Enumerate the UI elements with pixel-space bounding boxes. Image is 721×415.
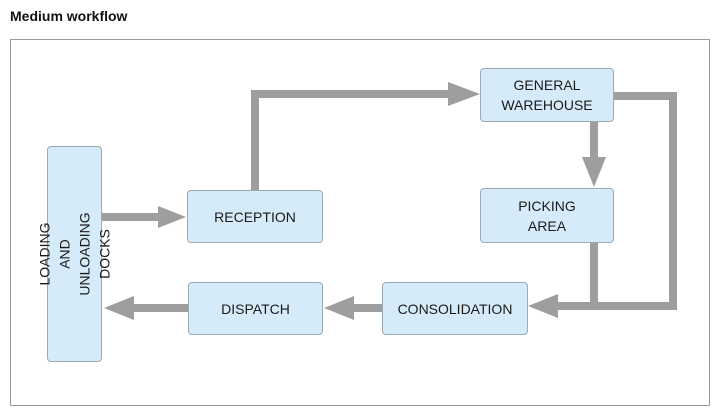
diagram-title: Medium workflow <box>10 8 128 24</box>
node-consolidation: CONSOLIDATION <box>382 282 528 335</box>
arrow-reception-to-warehouse <box>251 90 452 190</box>
node-picking-area: PICKING AREA <box>480 188 614 243</box>
arrowhead-consolidation <box>528 294 558 318</box>
arrow-warehouse-to-consolidation <box>556 92 677 310</box>
arrowhead-reception <box>158 206 186 228</box>
arrowhead-picking <box>582 157 606 187</box>
node-loading-docks-label: LOADING AND UNLOADING DOCKS <box>36 212 113 296</box>
node-loading-docks: LOADING AND UNLOADING DOCKS <box>37 146 113 362</box>
node-dispatch: DISPATCH <box>188 282 323 335</box>
node-general-warehouse: GENERAL WAREHOUSE <box>480 68 614 122</box>
node-reception: RECEPTION <box>187 190 323 243</box>
arrowhead-docks <box>104 296 134 320</box>
arrowhead-warehouse <box>448 82 480 106</box>
arrowhead-dispatch <box>324 296 354 320</box>
